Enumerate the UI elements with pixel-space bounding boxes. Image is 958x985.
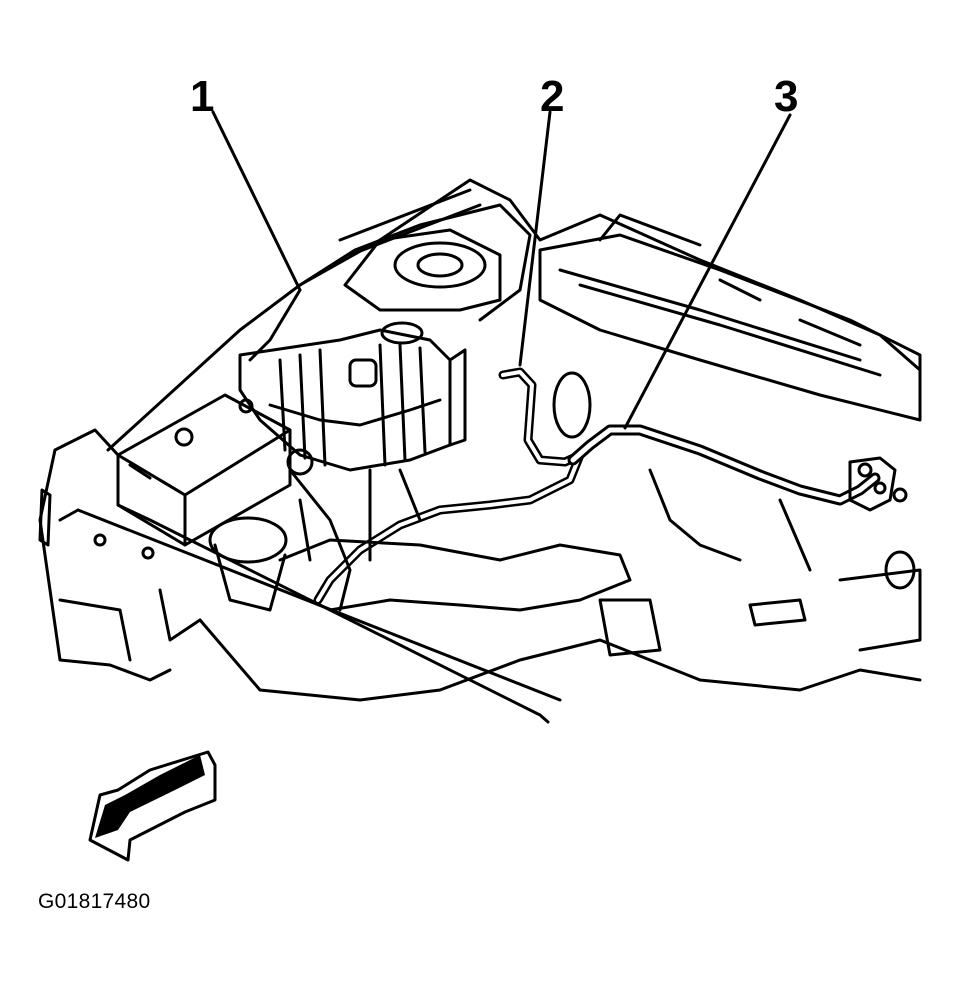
callout-1: 1: [190, 72, 215, 121]
figure-id: G01817480: [38, 890, 151, 913]
leader-line-1: [211, 110, 302, 292]
leader-line-2: [518, 110, 552, 367]
heater-core-fitting: [848, 456, 897, 512]
callout-2: 2: [540, 72, 565, 121]
brake-master-cover: [552, 371, 592, 439]
cowl-vent: [538, 233, 922, 422]
coolant-reservoir: [238, 328, 452, 472]
engine-component: [208, 516, 288, 564]
subframe: [198, 618, 922, 702]
reservoir-cap: [380, 321, 424, 345]
hose-1: [248, 288, 442, 427]
leader-line-3: [623, 113, 792, 430]
hose-3: [567, 424, 881, 506]
cowl-panel: [298, 203, 532, 322]
callout-3: 3: [774, 72, 799, 121]
strut-tower-top: [393, 241, 487, 289]
